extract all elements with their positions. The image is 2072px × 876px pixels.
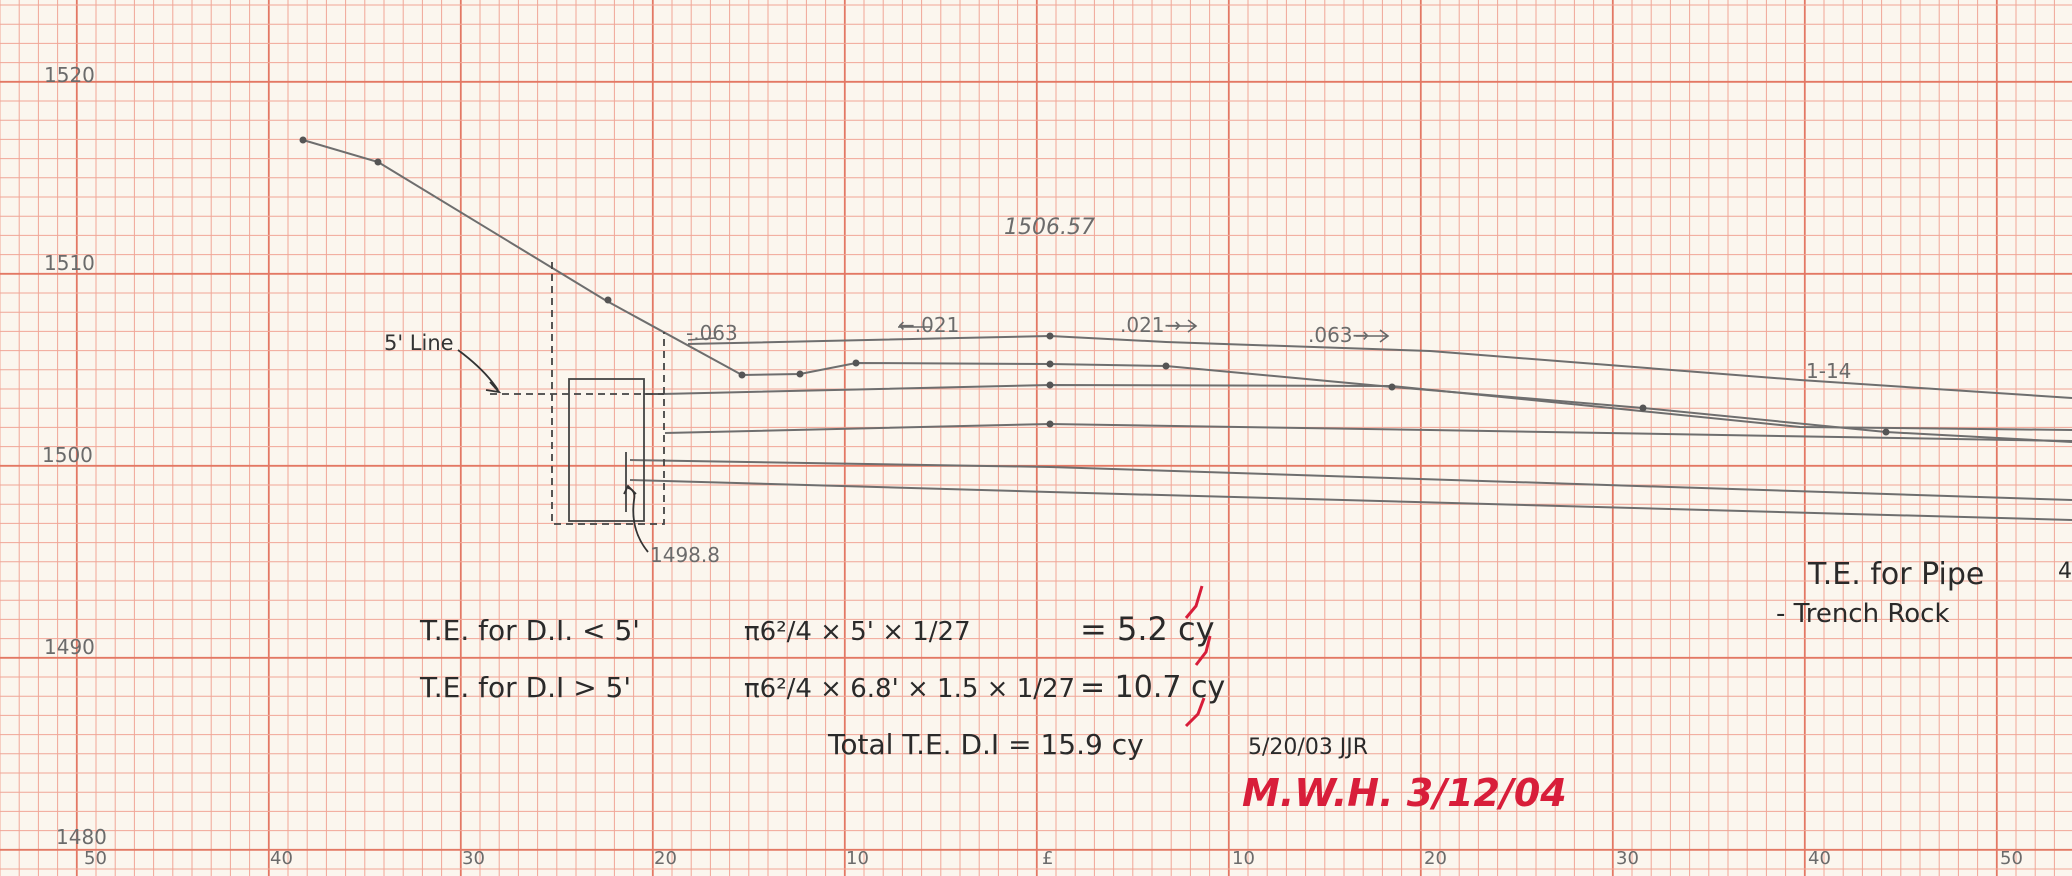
slope-arrows [687, 319, 1390, 343]
edge-char: 4 [2058, 559, 2072, 584]
subgrade-line-2 [664, 422, 2072, 442]
ground-line [302, 139, 2072, 443]
station-label-centerline: £ [1042, 848, 1053, 869]
inlet-box [568, 378, 645, 522]
calc-line2-formula: π6²/4 × 6.8' × 1.5 × 1/27 [744, 674, 1075, 704]
slope-arrow-4 [1356, 329, 1390, 343]
elev-label-1510: 1510 [44, 251, 95, 275]
station-label-50-left: 50 [84, 848, 107, 869]
profile-point [1639, 404, 1647, 412]
slope-label-1-14: 1-14 [1806, 359, 1851, 383]
slope-arrow-3 [1168, 319, 1198, 333]
profile-point [852, 359, 860, 367]
station-label-50-right: 50 [2000, 848, 2023, 869]
note-te-pipe: T.E. for Pipe [1807, 557, 1984, 592]
profile-points [299, 136, 1890, 436]
five-ft-arrowhead [485, 381, 502, 394]
trench-outline [551, 262, 665, 525]
station-label-40-right: 40 [1808, 848, 1831, 869]
five-ft-leader [457, 349, 499, 391]
check-marks [1184, 585, 1212, 728]
profile-point [604, 296, 612, 304]
profile-point [1162, 362, 1170, 370]
profile-point [1046, 381, 1054, 389]
profile-point [1046, 360, 1054, 368]
elevation-labels: 1520 1510 1500 1490 1480 [42, 63, 107, 849]
profile-point [1046, 420, 1054, 428]
calc-total: Total T.E. D.I = 15.9 cy [827, 728, 1144, 761]
profile-point [1388, 383, 1396, 391]
profile-point [796, 370, 804, 378]
slope-label-right-021: .021→ [1120, 313, 1181, 337]
station-labels: 50 40 30 20 10 £ 10 20 30 40 50 [84, 848, 2023, 869]
profile-point [374, 158, 382, 166]
station-label-40-left: 40 [270, 848, 293, 869]
leader-arrows [457, 349, 649, 553]
station-label-30-left: 30 [462, 848, 485, 869]
check-mark-icon [1194, 635, 1212, 666]
elev-label-1480: 1480 [56, 825, 107, 849]
check-mark-icon [1184, 697, 1206, 728]
slope-label-left-021: ←.021 [898, 313, 959, 337]
station-label-30-right: 30 [1616, 848, 1639, 869]
drop-inlet-trench [490, 262, 665, 525]
elev-label-1500: 1500 [42, 443, 93, 467]
calc-line1-label: T.E. for D.I. < 5' [419, 614, 640, 647]
top-elevation-label: 1506.57 [1004, 215, 1095, 240]
ground-profile [302, 139, 2072, 521]
elev-label-1490: 1490 [44, 635, 95, 659]
red-signoff: M.W.H. 3/12/04 [1242, 771, 1567, 815]
subgrade-line-1 [661, 383, 2072, 431]
upper-grade-line [687, 334, 2072, 399]
calc-line2-label: T.E. for D.I > 5' [419, 671, 631, 704]
calc-line1-result: = 5.2 cy [1080, 610, 1215, 648]
five-ft-line-label: 5' Line [384, 331, 454, 355]
elev-arrowhead [623, 484, 637, 495]
calc-initials: 5/20/03 JJR [1248, 735, 1368, 760]
slope-arrow-1 [687, 337, 717, 341]
station-label-10-left: 10 [846, 848, 869, 869]
elev-leader [627, 487, 649, 553]
subgrade-line-3 [629, 459, 2072, 501]
check-mark-icon [1184, 585, 1204, 619]
subgrade-line-4 [629, 479, 2072, 521]
station-label-20-left: 20 [654, 848, 677, 869]
slope-label-right-063: .063→ [1308, 323, 1369, 347]
elev-label-1520: 1520 [44, 63, 95, 87]
profile-point [1046, 332, 1054, 340]
note-trench-rock: - Trench Rock [1776, 599, 1950, 629]
profile-point [299, 136, 307, 144]
profile-point [738, 371, 746, 379]
slope-label-left-063: -.063 [686, 321, 738, 345]
profile-point [1882, 428, 1890, 436]
calc-line1-formula: π6²/4 × 5' × 1/27 [744, 617, 971, 647]
trench-excavation-calcs: T.E. for D.I. < 5' π6²/4 × 5' × 1/27 = 5… [419, 610, 1368, 761]
calc-line2-result: = 10.7 cy [1080, 670, 1225, 705]
station-label-10-right: 10 [1232, 848, 1255, 869]
station-label-20-right: 20 [1424, 848, 1447, 869]
elev-1498-label: 1498.8 [650, 543, 720, 567]
